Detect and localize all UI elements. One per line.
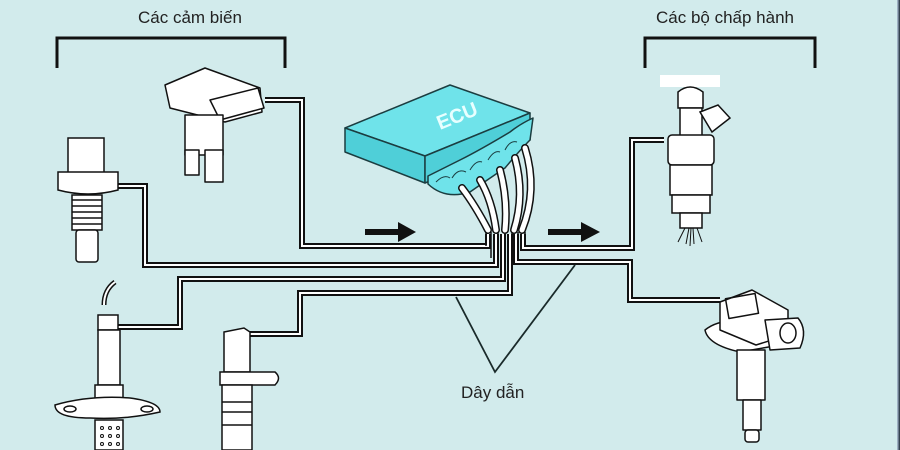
wires-label: Dây dẫn [461,383,525,402]
output-arrow-icon [548,222,600,242]
coolant-temperature-sensor-icon [57,137,119,263]
sensors-bracket [55,36,287,68]
sensors-heading: Các cảm biến [138,8,242,27]
frame-edge [897,0,900,450]
actuators-heading: Các bộ chấp hành [656,8,794,27]
wires-pointer-lines [455,264,576,374]
crankshaft-position-sensor-icon [219,327,280,450]
ecu-unit [344,84,535,234]
air-flow-meter-icon [164,67,265,183]
ignition-coil-icon [704,289,805,443]
input-arrow-icon [365,222,416,242]
actuators-bracket [643,36,817,68]
oxygen-sensor-icon [54,279,161,450]
wiring-harness [117,97,720,337]
fuel-injector-icon [660,75,732,247]
